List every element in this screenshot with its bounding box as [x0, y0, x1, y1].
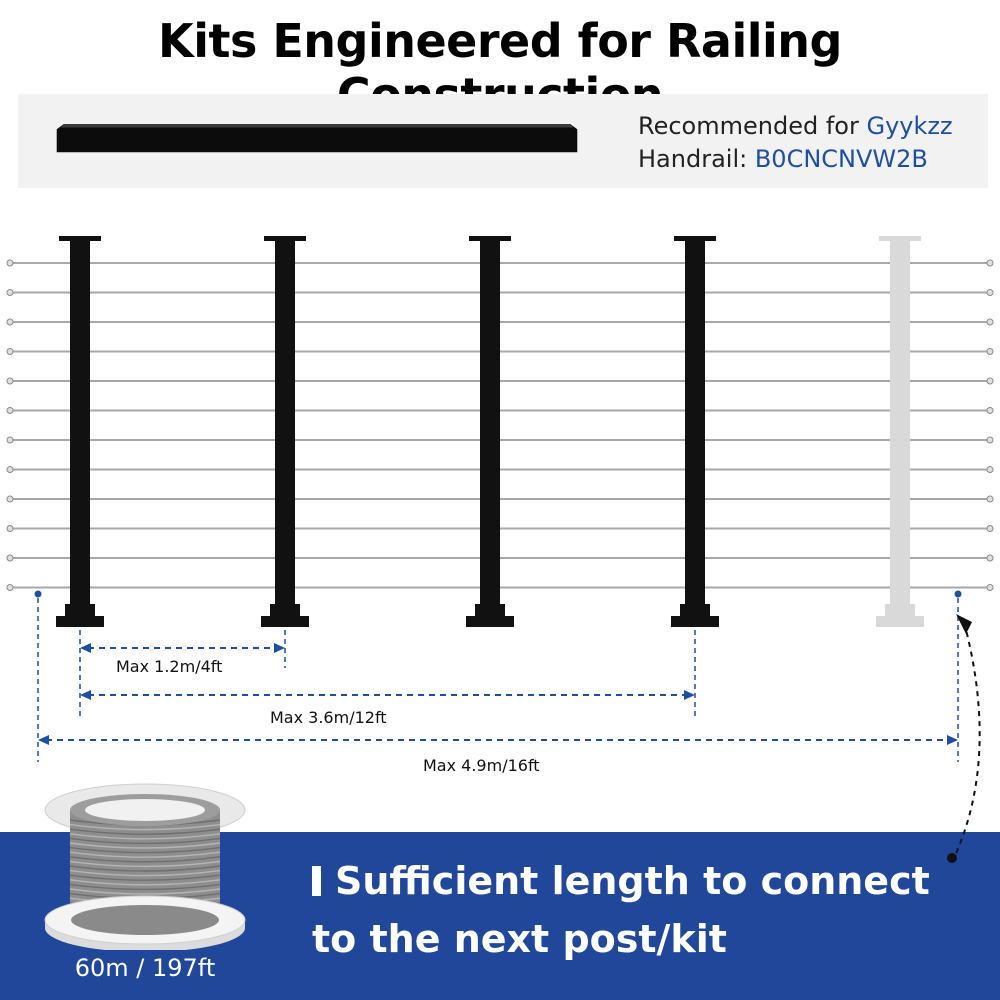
post-body — [890, 240, 910, 616]
railing-post — [671, 236, 719, 627]
cable-end-fitting — [986, 407, 994, 414]
wire-strand — [69, 833, 221, 840]
dimension-label-long: Max 4.9m/16ft — [423, 756, 540, 775]
arrow-left-icon — [80, 690, 91, 700]
arrow-right-icon — [947, 735, 958, 745]
dimension-anchor-dot — [954, 590, 962, 598]
cable-end-fitting — [6, 495, 14, 503]
wire-strand — [69, 865, 221, 872]
handrail-image — [56, 124, 578, 153]
railing-post — [261, 236, 309, 627]
banner-line-1: Sufficient length to connect — [335, 859, 930, 903]
wire-strand — [69, 823, 221, 831]
handrail-panel: Recommended for Gyykzz Handrail: B0CNCNV… — [18, 94, 988, 188]
arrow-right-icon — [274, 643, 285, 653]
cable-end-fitting — [986, 495, 994, 503]
railing-post — [466, 236, 514, 627]
wire-strand — [69, 837, 221, 845]
cable-end-fitting — [6, 466, 14, 473]
post-base-flange — [885, 604, 915, 618]
dimension-lines — [34, 590, 962, 762]
cable-spool-image — [44, 783, 246, 950]
post-base-plate — [876, 616, 924, 627]
dimension-label-medium: Max 3.6m/12ft — [270, 708, 387, 727]
post-base-plate — [466, 616, 514, 627]
cable-end-fitting — [6, 318, 14, 326]
cable-end-fitting — [6, 259, 14, 267]
wire-strand — [69, 888, 221, 895]
wire-strand — [69, 869, 221, 877]
recommendation-text: Recommended for Gyykzz Handrail: B0CNCNV… — [638, 110, 953, 176]
railing-post — [56, 236, 104, 627]
wire-strand — [69, 883, 221, 891]
cable-end-fitting — [986, 584, 994, 591]
wire-strand — [69, 874, 221, 881]
post-top-cap — [879, 236, 921, 241]
cable-end-fitting — [986, 318, 994, 326]
recommended-for-label: Recommended for — [638, 112, 859, 140]
spool-length-label: 60m / 197ft — [74, 954, 216, 982]
post-top-cap — [264, 236, 306, 241]
wire-strand — [69, 842, 221, 849]
cable-end-fitting — [6, 348, 14, 355]
cable-end-fitting — [6, 377, 14, 385]
handrail-label: Handrail: — [638, 145, 748, 173]
cable-end-fitting — [6, 584, 14, 591]
wire-strand — [69, 846, 221, 854]
cable-end-fitting — [6, 289, 14, 296]
wire-strand — [69, 851, 221, 858]
cable-end-fitting — [6, 554, 14, 562]
cable-end-fitting — [986, 436, 994, 444]
cable-end-fitting — [986, 466, 994, 473]
wire-strand — [69, 860, 221, 868]
post-top-cap — [59, 236, 101, 241]
ghost-post — [876, 236, 924, 627]
arrow-left-icon — [38, 735, 49, 745]
cable-end-fitting — [986, 348, 994, 355]
arrow-left-icon — [80, 643, 91, 653]
post-top-cap — [674, 236, 716, 241]
cable-end-fitting — [986, 525, 994, 532]
post-body — [480, 240, 500, 616]
handrail-code: B0CNCNVW2B — [754, 145, 928, 173]
wire-strand — [69, 856, 221, 863]
dimension-label-short: Max 1.2m/4ft — [116, 657, 223, 676]
wire-strand — [69, 879, 221, 886]
banner-line-2: to the next post/kit — [312, 917, 727, 961]
wire-strand — [69, 828, 221, 835]
brand-name: Gyykzz — [866, 112, 953, 140]
post-base-flange — [475, 604, 505, 618]
post-top-cap — [469, 236, 511, 241]
cable-end-fitting — [6, 407, 14, 414]
cable-end-fitting — [6, 436, 14, 444]
banner-text: Sufficient length to connect to the next… — [312, 852, 930, 968]
cable-end-fitting — [986, 554, 994, 562]
bullet-marker-icon — [312, 866, 321, 896]
cable-end-fitting — [6, 525, 14, 532]
post-base-plate — [56, 616, 104, 627]
post-body — [685, 240, 705, 616]
post-base-flange — [680, 604, 710, 618]
post-body — [275, 240, 295, 616]
arrow-right-icon — [684, 690, 695, 700]
cable-end-fitting — [986, 289, 994, 296]
post-base-flange — [65, 604, 95, 618]
dimension-anchor-dot — [34, 590, 42, 598]
cable-end-fitting — [986, 259, 994, 267]
post-base-plate — [671, 616, 719, 627]
post-body — [70, 240, 90, 616]
railing-diagram — [6, 236, 994, 762]
post-base-flange — [270, 604, 300, 618]
connection-arrow-icon — [947, 614, 981, 863]
railing-posts — [56, 236, 924, 627]
post-base-plate — [261, 616, 309, 627]
cable-end-fitting — [986, 377, 994, 385]
